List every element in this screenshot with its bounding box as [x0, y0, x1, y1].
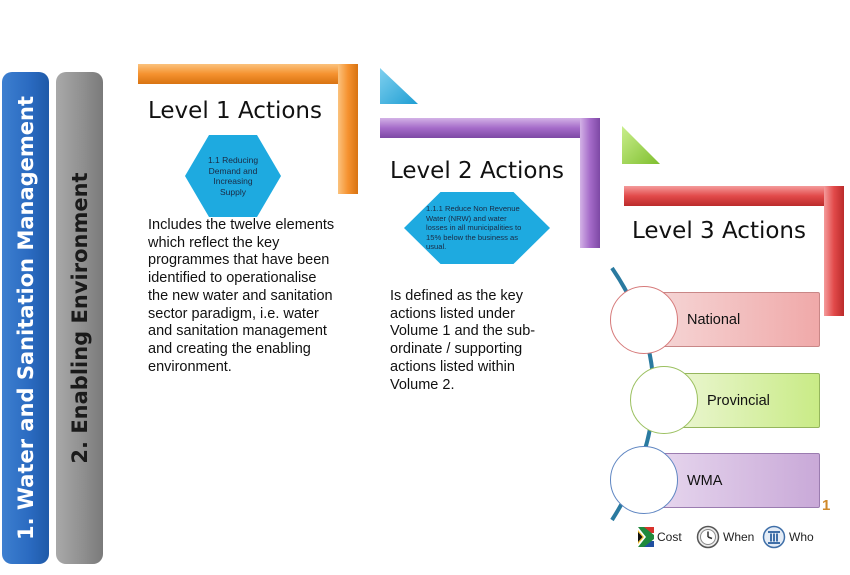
- wma-label: WMA: [687, 472, 723, 489]
- legend-cost-label: Cost: [657, 530, 682, 544]
- level2-description: Is defined as the key actions listed und…: [390, 288, 536, 393]
- south-africa-flag-icon: [638, 527, 654, 547]
- legend-who-label: Who: [789, 530, 814, 544]
- blue-triangle: [380, 68, 418, 104]
- level2-title: Level 2 Actions: [390, 158, 564, 184]
- level1-title: Level 1 Actions: [148, 98, 322, 124]
- level1-bracket-side: [338, 64, 358, 194]
- level1-hexagon: 1.1 Reducing Demand and Increasing Suppl…: [185, 135, 281, 217]
- legend-when: When: [696, 524, 754, 550]
- level3-bracket-side: [824, 186, 844, 316]
- legend-when-label: When: [723, 530, 755, 544]
- page-number: 1: [822, 497, 831, 514]
- level1-bracket-top: [138, 64, 358, 84]
- level3-title: Level 3 Actions: [632, 218, 806, 244]
- wma-circle: [610, 446, 678, 514]
- level1-description: Includes the twelve elements which refle…: [148, 217, 335, 375]
- pillar-icon: [762, 525, 786, 549]
- legend-who: Who: [762, 524, 814, 550]
- level1-hex-text: 1.1 Reducing Demand and Increasing Suppl…: [207, 155, 259, 197]
- level2-hex-text: 1.1.1 Reduce Non Revenue Water (NRW) and…: [426, 204, 522, 252]
- clock-icon: [696, 525, 720, 549]
- level3-bracket-top: [624, 186, 844, 206]
- enabling-environment-bar: 2. Enabling Environment: [56, 72, 103, 564]
- national-circle: [610, 286, 678, 354]
- provincial-circle: [630, 366, 698, 434]
- provincial-label: Provincial: [707, 392, 770, 409]
- legend-cost: Cost: [638, 524, 682, 550]
- water-sanitation-management-bar: 1. Water and Sanitation Management: [2, 72, 49, 564]
- green-triangle: [622, 126, 660, 164]
- national-label: National: [687, 311, 741, 328]
- level2-bracket-top: [380, 118, 600, 138]
- level2-bracket-side: [580, 118, 600, 248]
